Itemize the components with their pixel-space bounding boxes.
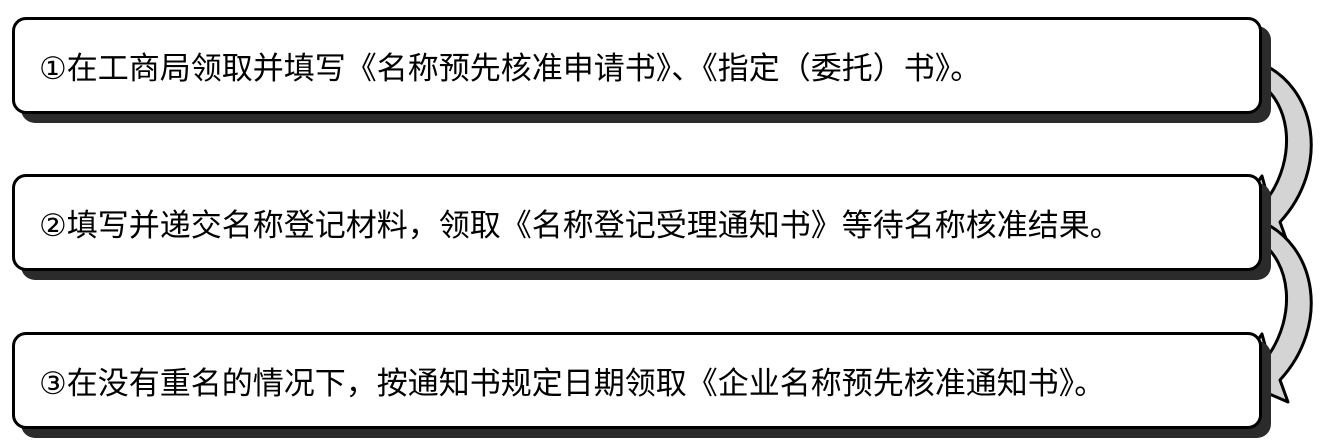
step-2-box: ②填写并递交名称登记材料，领取《名称登记受理通知书》等待名称核准结果。 <box>12 174 1262 271</box>
step-3-box: ③在没有重名的情况下，按通知书规定日期领取《企业名称预先核准通知书》。 <box>12 332 1262 429</box>
step-2-text: ②填写并递交名称登记材料，领取《名称登记受理通知书》等待名称核准结果。 <box>39 208 1121 244</box>
step-1-text: ①在工商局领取并填写《名称预先核准申请书》、《指定（委托）书》。 <box>39 51 982 87</box>
step-1-box: ①在工商局领取并填写《名称预先核准申请书》、《指定（委托）书》。 <box>12 17 1262 114</box>
step-3-text: ③在没有重名的情况下，按通知书规定日期领取《企业名称预先核准通知书》。 <box>39 366 1106 402</box>
